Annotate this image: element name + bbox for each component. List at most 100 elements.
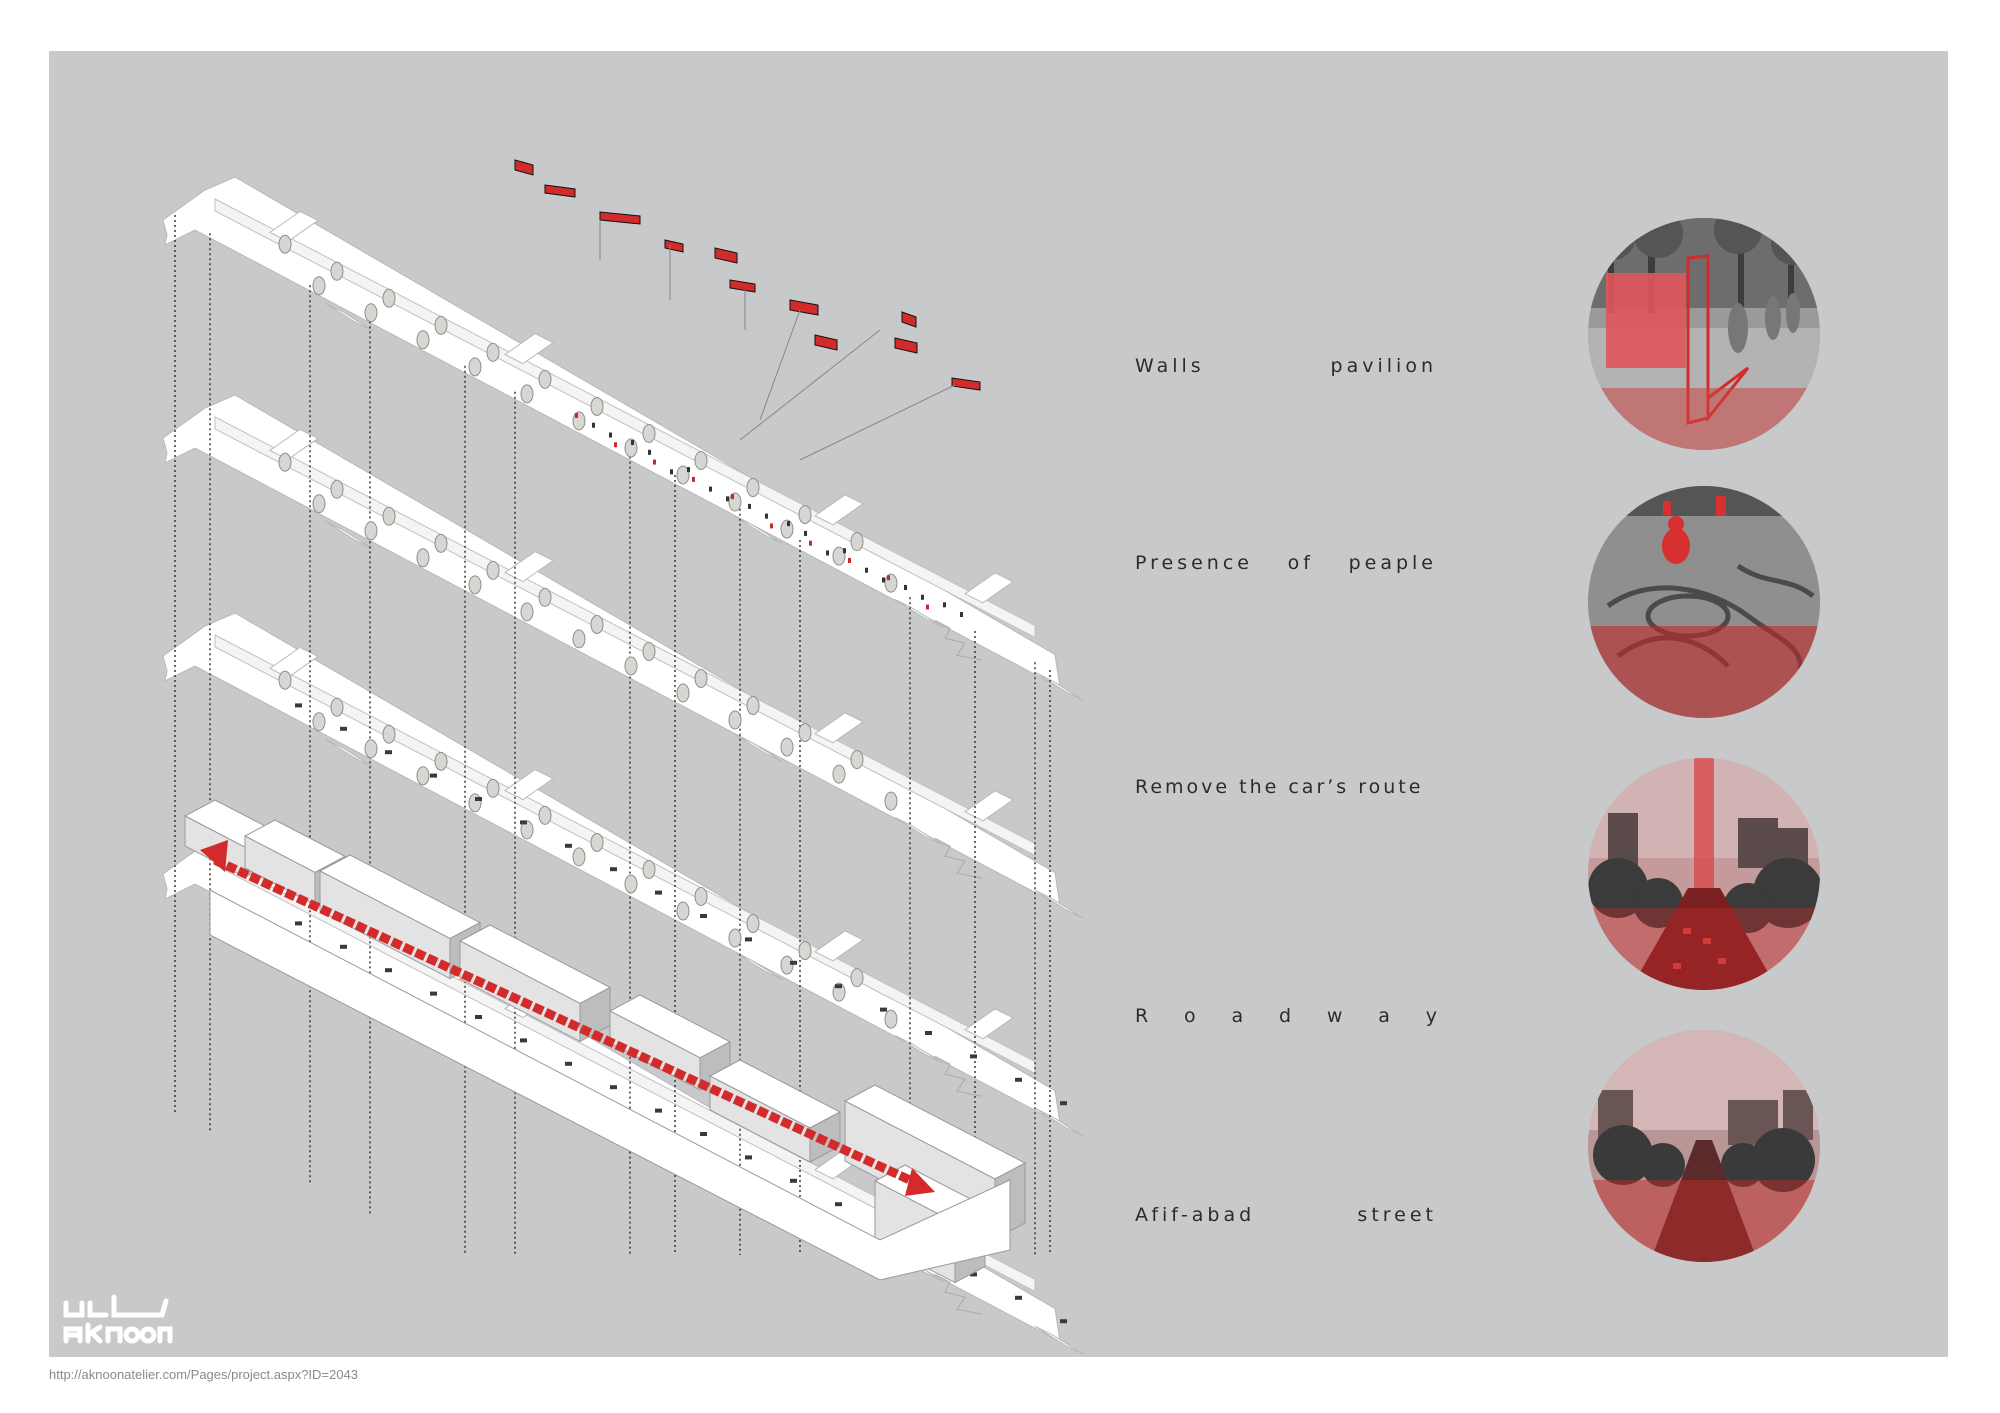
person-mark	[787, 521, 790, 527]
car-mark	[340, 726, 347, 731]
label-walls-pavilion: Walls pavilion	[1135, 355, 1437, 377]
tree-icon	[416, 330, 430, 350]
tree-icon	[676, 901, 690, 921]
person-mark	[804, 530, 807, 536]
car-mark	[835, 1202, 842, 1207]
car-mark	[700, 914, 707, 918]
person-mark	[865, 567, 868, 573]
tree-icon	[728, 928, 742, 948]
label-presence-of-people: Presence of peaple	[1135, 552, 1437, 574]
tree-icon	[278, 670, 292, 690]
person-mark	[770, 523, 773, 529]
car-mark	[565, 843, 572, 848]
side-street-stub	[814, 930, 864, 962]
side-street-stub	[894, 1034, 944, 1064]
aknoon-logo	[63, 1294, 173, 1344]
side-street-stub	[964, 572, 1014, 604]
side-street-stub	[814, 494, 864, 526]
person-mark	[592, 422, 595, 428]
wall-panel	[729, 279, 756, 293]
source-url: http://aknoonatelier.com/Pages/project.a…	[49, 1367, 358, 1382]
tree-icon	[278, 234, 292, 254]
photo-remove-car-route	[1588, 758, 1820, 990]
person-mark	[882, 577, 885, 583]
car-mark	[295, 703, 302, 708]
tree-icon	[364, 739, 378, 759]
car-mark	[880, 1007, 887, 1012]
tree-icon	[572, 411, 586, 431]
tree-icon	[780, 955, 794, 975]
car-mark	[520, 820, 527, 825]
tree-icon	[312, 712, 326, 732]
car-mark	[655, 1108, 662, 1113]
side-street-stub	[1034, 1107, 1084, 1137]
car-mark	[430, 773, 437, 778]
trees-layer	[278, 234, 1067, 1324]
tree-icon	[798, 941, 812, 961]
person-mark	[809, 540, 812, 546]
car-mark	[1015, 1077, 1022, 1082]
tree-icon	[486, 778, 500, 798]
label-afif-abad-street: Afif-abad street	[1135, 1204, 1437, 1226]
side-street-stub	[324, 520, 374, 550]
wall-panel	[664, 239, 684, 253]
person-mark	[843, 548, 846, 554]
tree-icon	[884, 573, 898, 593]
person-mark	[731, 494, 734, 500]
tree-icon	[520, 384, 534, 404]
car-route-arrow	[200, 840, 935, 1196]
tree-icon	[312, 494, 326, 514]
person-mark	[848, 557, 851, 563]
photo-afif-abad-street	[1588, 1030, 1820, 1262]
car-mark	[790, 1178, 797, 1183]
car-mark	[340, 944, 347, 949]
tree-icon	[434, 533, 448, 553]
tree-icon	[590, 832, 604, 852]
tree-icon	[850, 968, 864, 988]
route-arrow-head-start	[200, 840, 228, 872]
tree-icon	[468, 575, 482, 595]
tree-icon	[330, 479, 344, 499]
car-mark	[520, 1038, 527, 1043]
car-mark	[1060, 1319, 1067, 1324]
tree-icon	[798, 723, 812, 743]
tree-icon	[624, 874, 638, 894]
tree-icon	[746, 914, 760, 934]
wall-panel	[714, 247, 738, 264]
car-mark	[430, 991, 437, 996]
side-street-stub	[504, 551, 554, 583]
tree-icon	[382, 724, 396, 744]
tree-icon	[590, 614, 604, 634]
tree-icon	[642, 423, 656, 443]
tree-icon	[382, 506, 396, 526]
street-frontage	[209, 889, 1011, 1281]
tree-icon	[364, 303, 378, 323]
person-mark	[670, 469, 673, 475]
tree-icon	[572, 847, 586, 867]
side-street-stub	[894, 816, 944, 846]
tree-icon	[728, 492, 742, 512]
side-street-stub	[814, 712, 864, 744]
car-mark	[385, 750, 392, 755]
leader-line	[759, 309, 801, 421]
person-mark	[653, 459, 656, 465]
person-mark	[609, 432, 612, 438]
tree-icon	[416, 766, 430, 786]
tree-icon	[278, 452, 292, 472]
tree-icon	[364, 521, 378, 541]
car-mark	[1060, 1101, 1067, 1106]
side-street-stub	[1034, 889, 1084, 919]
person-mark	[692, 476, 695, 482]
car-mark	[475, 797, 482, 801]
tree-icon	[676, 465, 690, 485]
car-mark	[385, 968, 392, 973]
tree-icon	[538, 369, 552, 389]
photo-presence-of-people	[1588, 486, 1820, 718]
side-street-stub	[1034, 671, 1084, 701]
tree-icon	[572, 629, 586, 649]
wall-panel	[789, 299, 819, 316]
side-street-stub	[964, 1008, 1014, 1040]
tree-icon	[434, 751, 448, 771]
tree-icon	[624, 656, 638, 676]
walls-pavilion-elements	[514, 159, 981, 461]
